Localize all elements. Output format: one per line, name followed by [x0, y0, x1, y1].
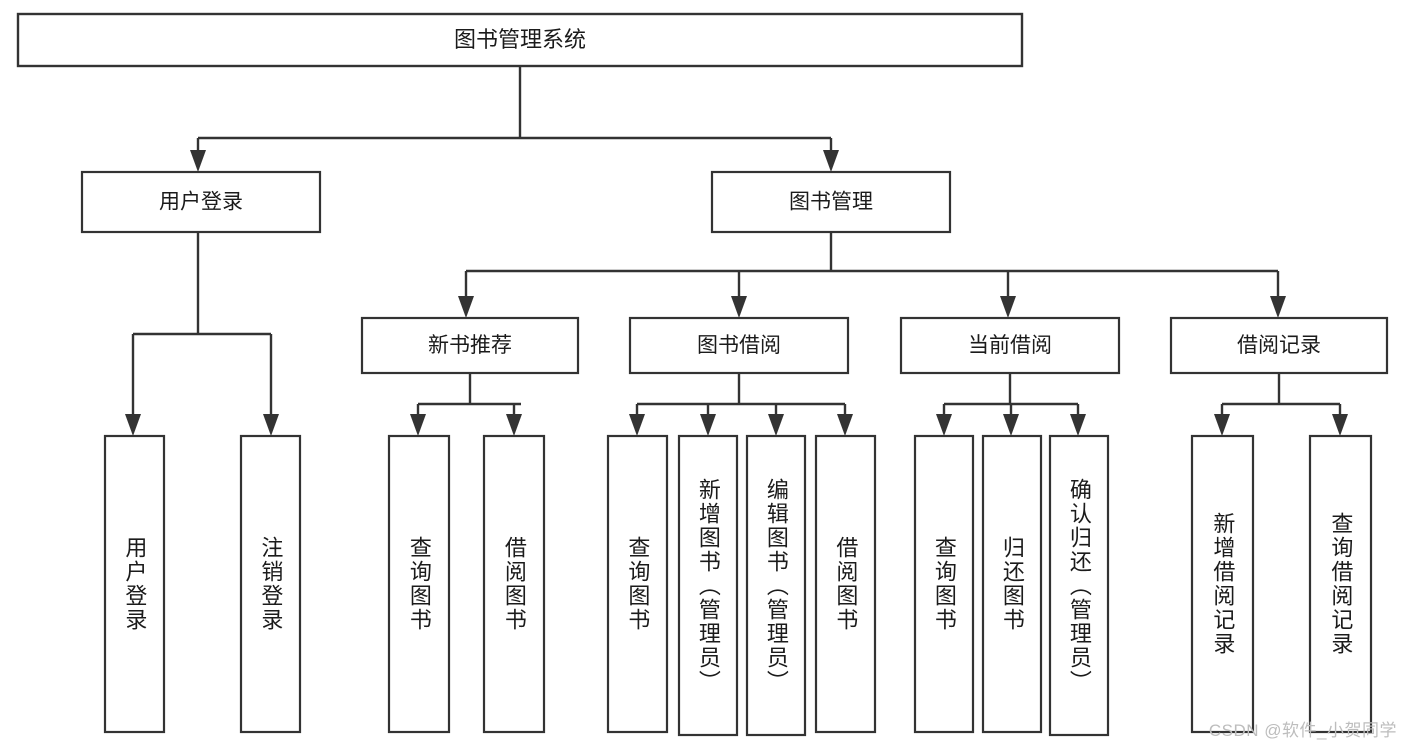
- node-leaf-query-book-2[interactable]: [606, 434, 669, 734]
- node-leaf-borrow-book-1[interactable]: [482, 434, 546, 734]
- connector-lines: [125, 66, 1348, 436]
- watermark-text: CSDN @软件_小贺同学: [1208, 721, 1397, 740]
- node-leaf-confirm-return[interactable]: [1048, 434, 1110, 737]
- node-leaf-add-borrow-record[interactable]: [1190, 434, 1255, 734]
- arrow-head-icon: [768, 414, 784, 436]
- arrow-head-icon: [629, 414, 645, 436]
- node-book-management-label: 图书管理: [789, 191, 873, 214]
- node-borrow-record-label: 借阅记录: [1237, 334, 1321, 357]
- arrow-head-icon: [263, 414, 279, 436]
- arrow-head-icon: [837, 414, 853, 436]
- arrow-head-icon: [125, 414, 141, 436]
- node-leaf-query-book-3[interactable]: [913, 434, 975, 734]
- node-leaf-query-book-1[interactable]: [387, 434, 451, 734]
- node-user-login[interactable]: [80, 170, 322, 234]
- arrow-head-icon: [1000, 296, 1016, 318]
- node-root[interactable]: [16, 12, 1024, 68]
- arrow-head-icon: [506, 414, 522, 436]
- node-new-book-recommend-label: 新书推荐: [428, 334, 512, 357]
- arrow-head-icon: [410, 414, 426, 436]
- arrow-head-icon: [1270, 296, 1286, 318]
- arrow-head-icon: [1214, 414, 1230, 436]
- node-book-borrow-label: 图书借阅: [697, 334, 781, 357]
- arrow-head-icon: [190, 150, 206, 172]
- arrow-head-icon: [1332, 414, 1348, 436]
- arrow-head-icon: [1003, 414, 1019, 436]
- node-book-borrow[interactable]: [628, 316, 850, 375]
- arrow-head-icon: [458, 296, 474, 318]
- node-boxes: [16, 12, 1389, 737]
- node-leaf-borrow-book-2[interactable]: [814, 434, 877, 734]
- node-book-management[interactable]: [710, 170, 952, 234]
- arrow-head-icon: [1070, 414, 1086, 436]
- node-leaf-add-book[interactable]: [677, 434, 739, 737]
- node-leaf-user-logout[interactable]: [239, 434, 302, 734]
- node-borrow-record[interactable]: [1169, 316, 1389, 375]
- node-current-borrow[interactable]: [899, 316, 1121, 375]
- node-user-login-label: 用户登录: [159, 191, 243, 214]
- arrow-head-icon: [936, 414, 952, 436]
- node-leaf-query-borrow-record[interactable]: [1308, 434, 1373, 734]
- node-current-borrow-label: 当前借阅: [968, 334, 1052, 357]
- arrow-head-icon: [823, 150, 839, 172]
- node-new-book-recommend[interactable]: [360, 316, 580, 375]
- arrow-head-icon: [731, 296, 747, 318]
- arrow-head-icon: [700, 414, 716, 436]
- node-root-label: 图书管理系统: [454, 27, 586, 52]
- node-leaf-return-book[interactable]: [981, 434, 1043, 734]
- node-leaf-user-login[interactable]: [103, 434, 166, 734]
- node-leaf-edit-book[interactable]: [745, 434, 807, 737]
